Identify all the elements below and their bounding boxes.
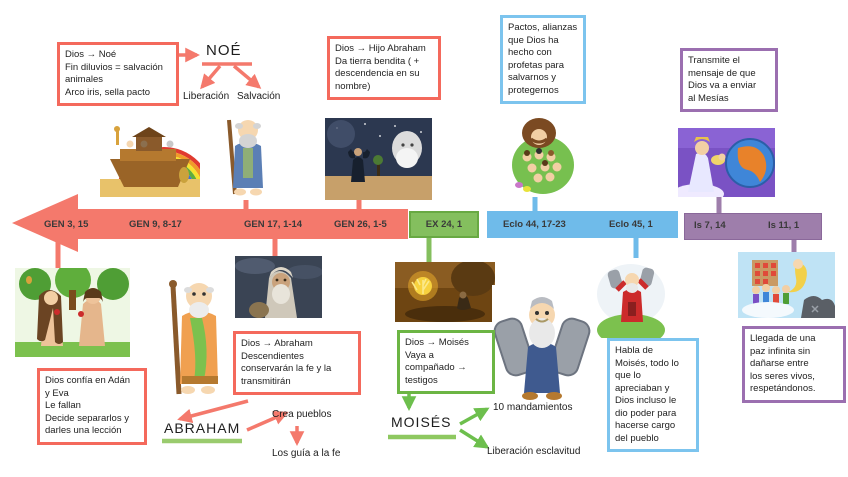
abraham-heading: ABRAHAM [164,420,241,436]
moises-testigos-box: Dios → Moisés Vaya a compañado → testigo… [397,330,495,395]
adan-eva-box: Dios confía en Adán y Eva Le fallan Deci… [37,368,147,445]
timeline-segment-genesis [70,209,408,239]
abraham-descendants-box: Dios → Abraham Descendientes conservarán… [233,331,361,396]
abraham-talking-to-god-illustration [325,118,432,200]
timeline-ref-gen-17-1-14: GEN 17, 1-14 [244,219,303,230]
timeline-ref-eclo-45: Eclo 45, 1 [609,219,653,230]
timeline-ref-is-11-1: Is 11, 1 [768,220,800,231]
timeline-ref-is-7-14: Is 7, 14 [694,220,726,231]
noah-covenant-box: Dios → Noé Fin diluvios = salvación anim… [57,42,179,107]
habla-de-moises-box: Habla de Moisés, todo lo que lo apreciab… [607,338,699,453]
moises-heading: MOISÉS [391,414,452,430]
abraham-promise-box: Dios → Hijo Abraham Da tierra bendita ( … [327,36,441,101]
people-with-angel-illustration [738,252,835,318]
noah-with-staff-illustration [213,112,275,200]
noe-heading: NOÉ [206,42,242,59]
timeline-ref-gen-3-15: GEN 3, 15 [44,219,89,230]
pactos-alianzas-box: Pactos, alianzas que Dios ha hecho con p… [500,15,586,105]
timeline-arrowhead [12,194,78,252]
timeline-ref-eclo-44: Eclo 44, 17-23 [503,219,566,230]
noahs-ark-illustration [100,113,200,197]
moses-on-mount-illustration [595,258,668,338]
adam-and-eve-illustration [15,268,130,357]
timeline-ref-gen-9-8-17: GEN 9, 8-17 [129,219,182,230]
liberacion-esclavitud-label: Liberación esclavitud [487,446,581,457]
timeline-ref-ex-24-1: EX 24, 1 [425,219,463,230]
god-embracing-people-illustration [505,113,578,197]
timeline-segment-isaias [684,213,822,240]
timeline-segment-eclesiastico [487,211,678,238]
paz-infinita-box: Llegada de una paz infinita sin dañarse … [742,326,846,403]
burning-bush-illustration [395,262,495,322]
liberacion-label: Liberación [183,91,230,102]
timeline-ref-gen-26-1-5: GEN 26, 1-5 [334,219,387,230]
salvacion-label: Salvación [237,91,281,102]
los-guia-a-la-fe-label: Los guía a la fe [272,448,341,459]
diez-mandamientos-label: 10 mandamientos [493,402,573,413]
transmite-mesias-box: Transmite el mensaje de que Dios va a en… [680,48,778,113]
crea-pueblos-label: Crea pueblos [272,409,332,420]
angel-sending-messiah-illustration [678,128,775,197]
moses-with-tablets-illustration [492,285,592,402]
abraham-cartoon-illustration [160,272,232,402]
timeline-segment-exodo [409,211,479,238]
abraham-portrait-illustration [235,256,322,318]
